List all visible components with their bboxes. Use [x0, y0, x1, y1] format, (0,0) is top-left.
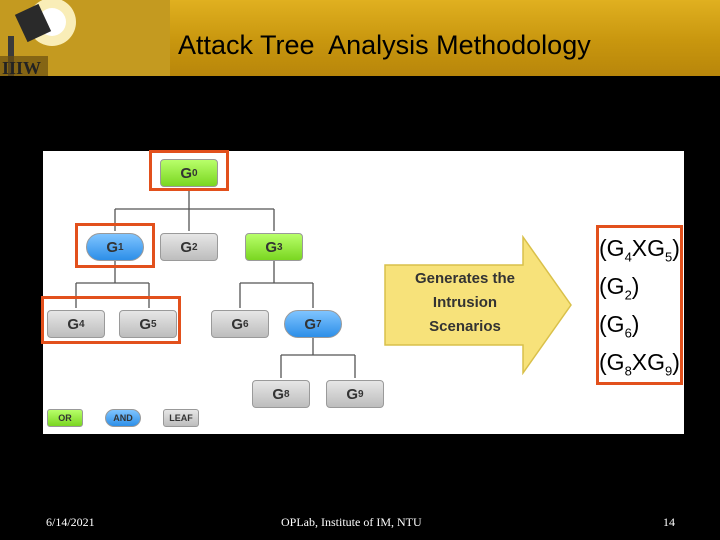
arrow-caption-line: Generates the — [414, 270, 516, 287]
page-number: 14 — [663, 515, 675, 529]
tree-connectors — [75, 188, 356, 378]
footer-date: 6/14/2021 — [46, 515, 95, 529]
slide-title: Attack Tree Analysis Methodology — [178, 30, 591, 60]
arrow-caption: Generates the Intrusion Scenarios — [395, 267, 535, 339]
legend-or: OR — [47, 409, 83, 427]
svg-text:IIIW: IIIW — [2, 58, 41, 76]
arrow-caption-line: Intrusion — [432, 294, 498, 311]
scenario-g2: (G2) — [599, 273, 640, 303]
spotlight-illustration: IIIW — [0, 0, 170, 76]
slide-header: IIIW Attack Tree Analysis Methodology — [0, 0, 720, 76]
arrow-caption-line: Scenarios — [429, 318, 501, 335]
highlight-scenarios — [596, 225, 683, 385]
generates-arrow — [384, 235, 572, 375]
scenario-g4-g5: (G4XG5) — [599, 235, 680, 265]
scenario-g6: (G6) — [599, 311, 640, 341]
highlight-g4-g5 — [41, 296, 181, 344]
legend-leaf: LEAF — [163, 409, 199, 427]
legend-and: AND — [105, 409, 141, 427]
scenario-g8-g9: (G8XG9) — [599, 349, 680, 379]
highlight-g1 — [75, 223, 155, 268]
highlight-g0 — [149, 150, 229, 191]
footer-organization: OPLab, Institute of IM, NTU — [281, 515, 422, 529]
